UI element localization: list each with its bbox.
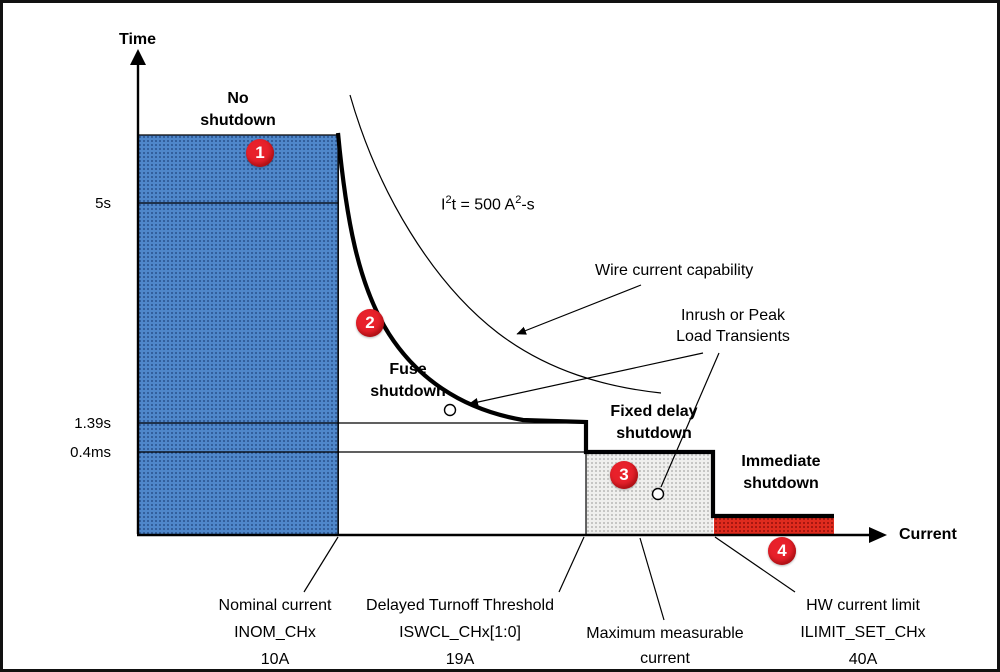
fixed-delay-shutdown-label: Fixed delay shutdown: [588, 401, 720, 445]
hw-limit-line2: ILIMIT_SET_CHx: [800, 624, 926, 641]
hw-current-limit-label-group: HW current limit ILIMIT_SET_CHx 40A: [763, 592, 963, 669]
x-axis-title: Current: [899, 526, 957, 543]
i2t-annotation: I2t = 500 A2-s: [441, 189, 535, 216]
wire-capability-label: Wire current capability: [595, 262, 754, 279]
delayed-turnoff-line1: Delayed Turnoff Threshold: [366, 597, 554, 614]
step-badge-4: 4: [768, 537, 796, 565]
immediate-shutdown-label: Immediate shutdown: [715, 451, 847, 495]
max-measurable-label-group: Maximum measurable current: [565, 621, 765, 669]
fuse-shutdown-label: Fuse shutdown: [348, 359, 468, 403]
hw-limit-line1: HW current limit: [806, 597, 920, 614]
nominal-current-line1: Nominal current: [218, 597, 332, 614]
inrush-line2: Load Transients: [676, 328, 790, 345]
tick-label-0-4ms: 0.4ms: [70, 444, 111, 461]
immediate-line1: Immediate: [741, 453, 821, 470]
nominal-current-line2: INOM_CHx: [234, 624, 316, 641]
no-shutdown-label: No shutdown: [138, 88, 338, 132]
fixed-delay-line2: shutdown: [616, 425, 692, 442]
i2t-p2: t = 500 A: [451, 196, 516, 214]
x-axis-arrowhead: [869, 527, 887, 543]
nominal-current-line3: 10A: [260, 651, 290, 668]
hw-limit-line3: 40A: [848, 651, 878, 668]
step-badge-1: 1: [246, 139, 274, 167]
fuse-shutdown-line1: Fuse: [389, 361, 427, 378]
immediate-line2: shutdown: [743, 475, 819, 492]
y-axis-title: Time: [119, 31, 157, 48]
tick-label-5s: 5s: [95, 195, 111, 212]
delayed-turnoff-label-group: Delayed Turnoff Threshold ISWCL_CHx[1:0]…: [340, 592, 580, 669]
delayed-turnoff-line3: 19A: [445, 651, 475, 668]
fixed-delay-line1: Fixed delay: [610, 403, 698, 420]
wire-capability-curve: [349, 94, 662, 394]
no-shutdown-line2: shutdown: [200, 112, 276, 129]
nominal-current-label-group: Nominal current INOM_CHx 10A: [175, 592, 375, 669]
tick-label-1-39s: 1.39s: [74, 415, 111, 432]
immediate-shutdown-region: [714, 517, 834, 534]
inrush-label: Inrush or Peak Load Transients: [653, 305, 813, 347]
max-measurable-line2: current: [640, 650, 690, 667]
fuse-shutdown-line2: shutdown: [370, 383, 446, 400]
step-badge-2: 2: [356, 309, 384, 337]
no-shutdown-line1: No: [227, 90, 249, 107]
leader-line-delayed: [558, 536, 585, 593]
no-shutdown-region: [138, 135, 339, 534]
delayed-turnoff-line2: ISWCL_CHx[1:0]: [399, 624, 521, 641]
leader-line-max-measurable: [639, 537, 665, 621]
step-badge-3: 3: [610, 461, 638, 489]
fixed-delay-shutdown-region: [586, 453, 713, 534]
inrush-line1: Inrush or Peak: [680, 307, 786, 324]
max-measurable-line1: Maximum measurable: [586, 625, 744, 642]
i2t-p3: -s: [521, 196, 535, 214]
inrush-marker-circle-1: [443, 403, 457, 417]
inrush-arrow-left: [468, 352, 704, 407]
leader-line-nominal: [303, 536, 339, 593]
y-axis-arrowhead: [130, 49, 146, 65]
wire-capability-arrow: [516, 284, 642, 335]
